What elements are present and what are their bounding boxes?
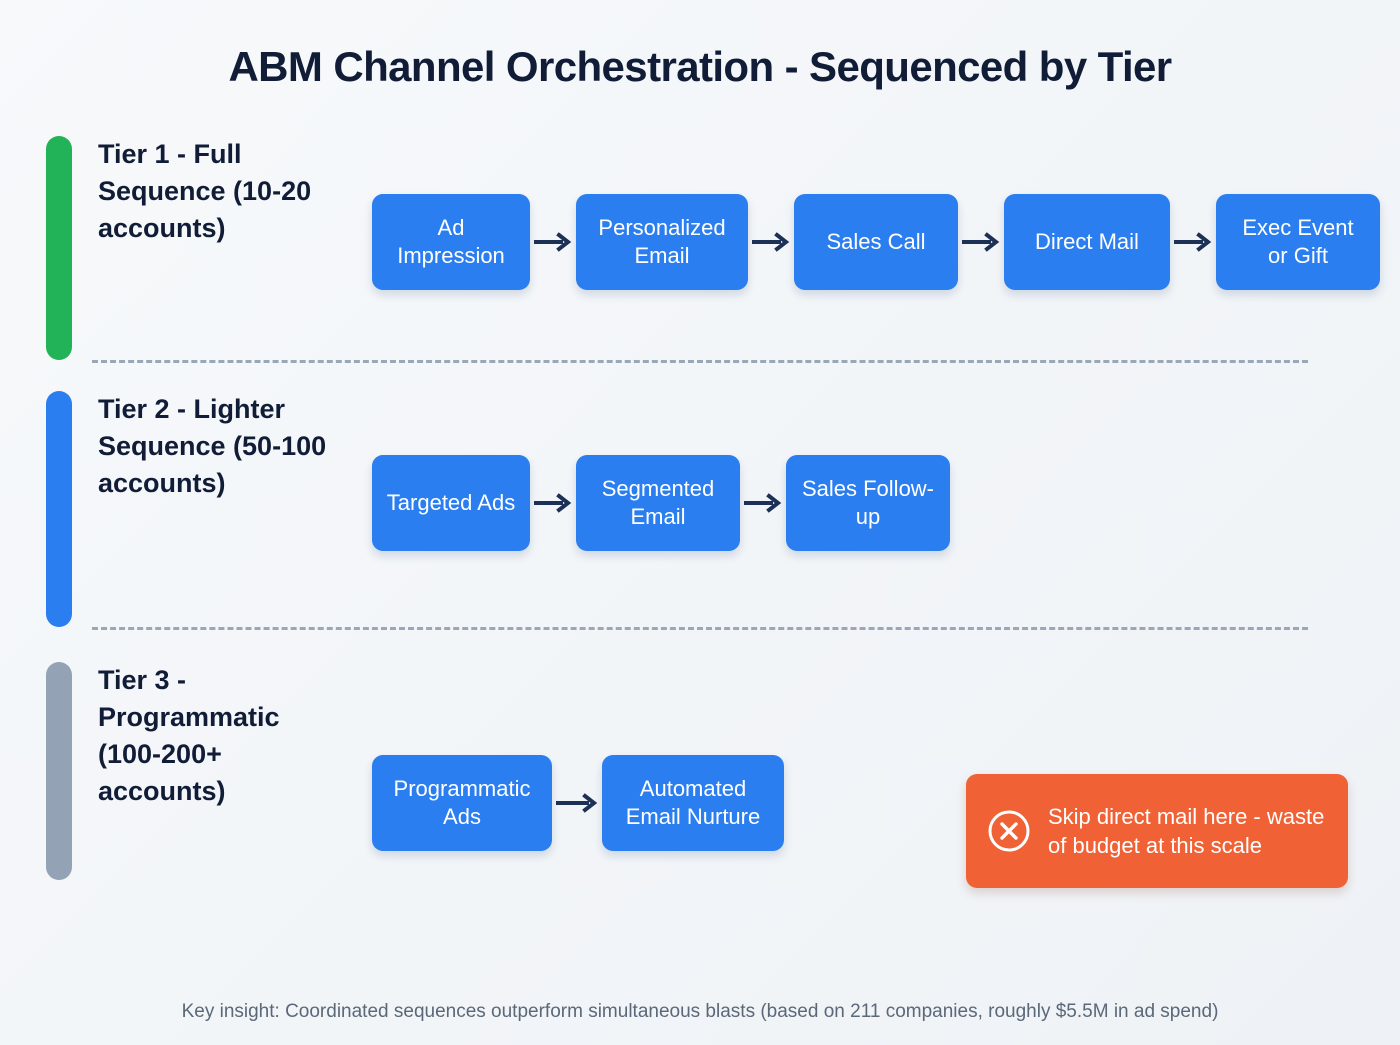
arrow-right-icon xyxy=(958,231,1004,253)
warning-callout-text: Skip direct mail here - waste of budget … xyxy=(1048,804,1325,859)
arrow-right-icon xyxy=(530,231,576,253)
page-title: ABM Channel Orchestration - Sequenced by… xyxy=(228,43,1172,90)
arrow-right-icon xyxy=(740,492,786,514)
tier-3-flow: Programmatic Ads Automated Email Nurture… xyxy=(330,662,1354,889)
flow-node[interactable]: Automated Email Nurture xyxy=(602,755,784,852)
tier-divider xyxy=(92,627,1308,631)
tier-list: Tier 1 - Full Sequence (10-20 accounts) … xyxy=(0,128,1400,889)
tier-row-1: Tier 1 - Full Sequence (10-20 accounts) … xyxy=(46,128,1380,361)
flow-node[interactable]: Targeted Ads xyxy=(372,455,530,552)
tier-1-flow: Ad Impression Personalized Email Sales C… xyxy=(330,136,1380,291)
warning-callout: Skip direct mail here - waste of budget … xyxy=(966,774,1348,889)
flow-node[interactable]: Personalized Email xyxy=(576,194,748,291)
tier-row-2: Tier 2 - Lighter Sequence (50-100 accoun… xyxy=(46,363,1354,628)
flow-node[interactable]: Segmented Email xyxy=(576,455,740,552)
flow-node[interactable]: Sales Call xyxy=(794,194,958,291)
arrow-right-icon xyxy=(552,792,602,814)
tier-3-label: Tier 3 - Programmatic (100-200+ accounts… xyxy=(98,665,280,807)
tier-3-accent-bar xyxy=(46,662,72,881)
tier-row-3: Tier 3 - Programmatic (100-200+ accounts… xyxy=(46,630,1354,889)
flow-node[interactable]: Programmatic Ads xyxy=(372,755,552,852)
tier-2-label: Tier 2 - Lighter Sequence (50-100 accoun… xyxy=(98,394,327,499)
arrow-right-icon xyxy=(748,231,794,253)
tier-2-accent-bar xyxy=(46,391,72,628)
flow-node[interactable]: Ad Impression xyxy=(372,194,530,291)
arrow-right-icon xyxy=(530,492,576,514)
flow-node[interactable]: Exec Event or Gift xyxy=(1216,194,1380,291)
footer-key-insight: Key insight: Coordinated sequences outpe… xyxy=(181,1001,1219,1022)
tier-2-flow: Targeted Ads Segmented Email Sales Follo… xyxy=(330,391,1354,552)
tier-divider xyxy=(92,360,1308,364)
flow-node[interactable]: Sales Follow-up xyxy=(786,455,950,552)
tier-1-label: Tier 1 - Full Sequence (10-20 accounts) xyxy=(98,139,312,244)
arrow-right-icon xyxy=(1170,231,1216,253)
tier-1-accent-bar xyxy=(46,136,72,361)
flow-node[interactable]: Direct Mail xyxy=(1004,194,1170,291)
circle-x-icon xyxy=(986,808,1032,854)
